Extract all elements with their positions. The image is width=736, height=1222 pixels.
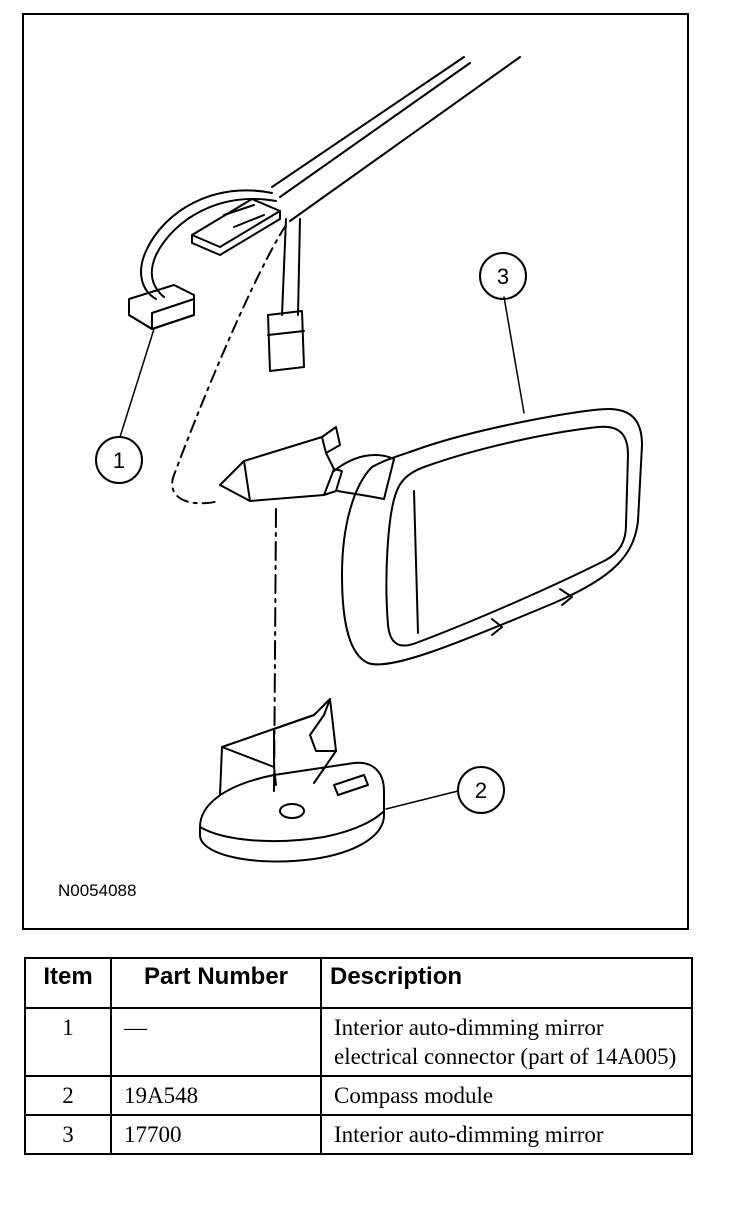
header-description: Description: [320, 957, 693, 1009]
cell-item: 1: [24, 1007, 112, 1077]
cell-part-number: —: [110, 1007, 322, 1077]
table-row: 2 19A548 Compass module: [24, 1075, 693, 1116]
mirror-stem: [333, 454, 395, 500]
table-header-row: Item Part Number Description: [24, 957, 693, 1009]
callout-3: 3: [479, 252, 527, 300]
mirror-mount-bracket: [191, 198, 281, 256]
parts-table: Item Part Number Description 1 — Interio…: [24, 957, 693, 1155]
figure-id: N0054088: [58, 881, 137, 900]
header-item: Item: [24, 957, 112, 1009]
header-part-number: Part Number: [110, 957, 322, 1009]
roof-rail: [271, 56, 521, 222]
cell-description: Compass module: [320, 1075, 693, 1116]
diagram-figure: 1 3 2 N0054088: [22, 13, 689, 930]
table-row: 1 — Interior auto-dimming mirror electri…: [24, 1007, 693, 1077]
compass-module: [199, 698, 385, 863]
cell-item: 3: [24, 1114, 112, 1155]
cell-part-number: 17700: [110, 1114, 322, 1155]
cell-description: Interior auto-dimming mirror: [320, 1114, 693, 1155]
cell-description: Interior auto-dimming mirror electrical …: [320, 1007, 693, 1077]
leader-line-connector: [171, 224, 287, 505]
callout-2: 2: [457, 766, 505, 814]
callout-leaders: [119, 296, 525, 810]
table-row: 3 17700 Interior auto-dimming mirror: [24, 1114, 693, 1155]
callout-1-label: 1: [113, 448, 125, 473]
pigtail-connector: [267, 218, 305, 372]
exploded-view-drawing: 1 3 2: [95, 56, 643, 863]
cell-part-number: 19A548: [110, 1075, 322, 1116]
mirror-arm-connector: [219, 426, 343, 502]
callout-3-label: 3: [497, 264, 509, 289]
wiring-harness: [128, 189, 277, 330]
callout-1: 1: [95, 436, 143, 484]
mirror-body: [341, 408, 643, 666]
callout-2-label: 2: [475, 778, 487, 803]
cell-item: 2: [24, 1075, 112, 1116]
